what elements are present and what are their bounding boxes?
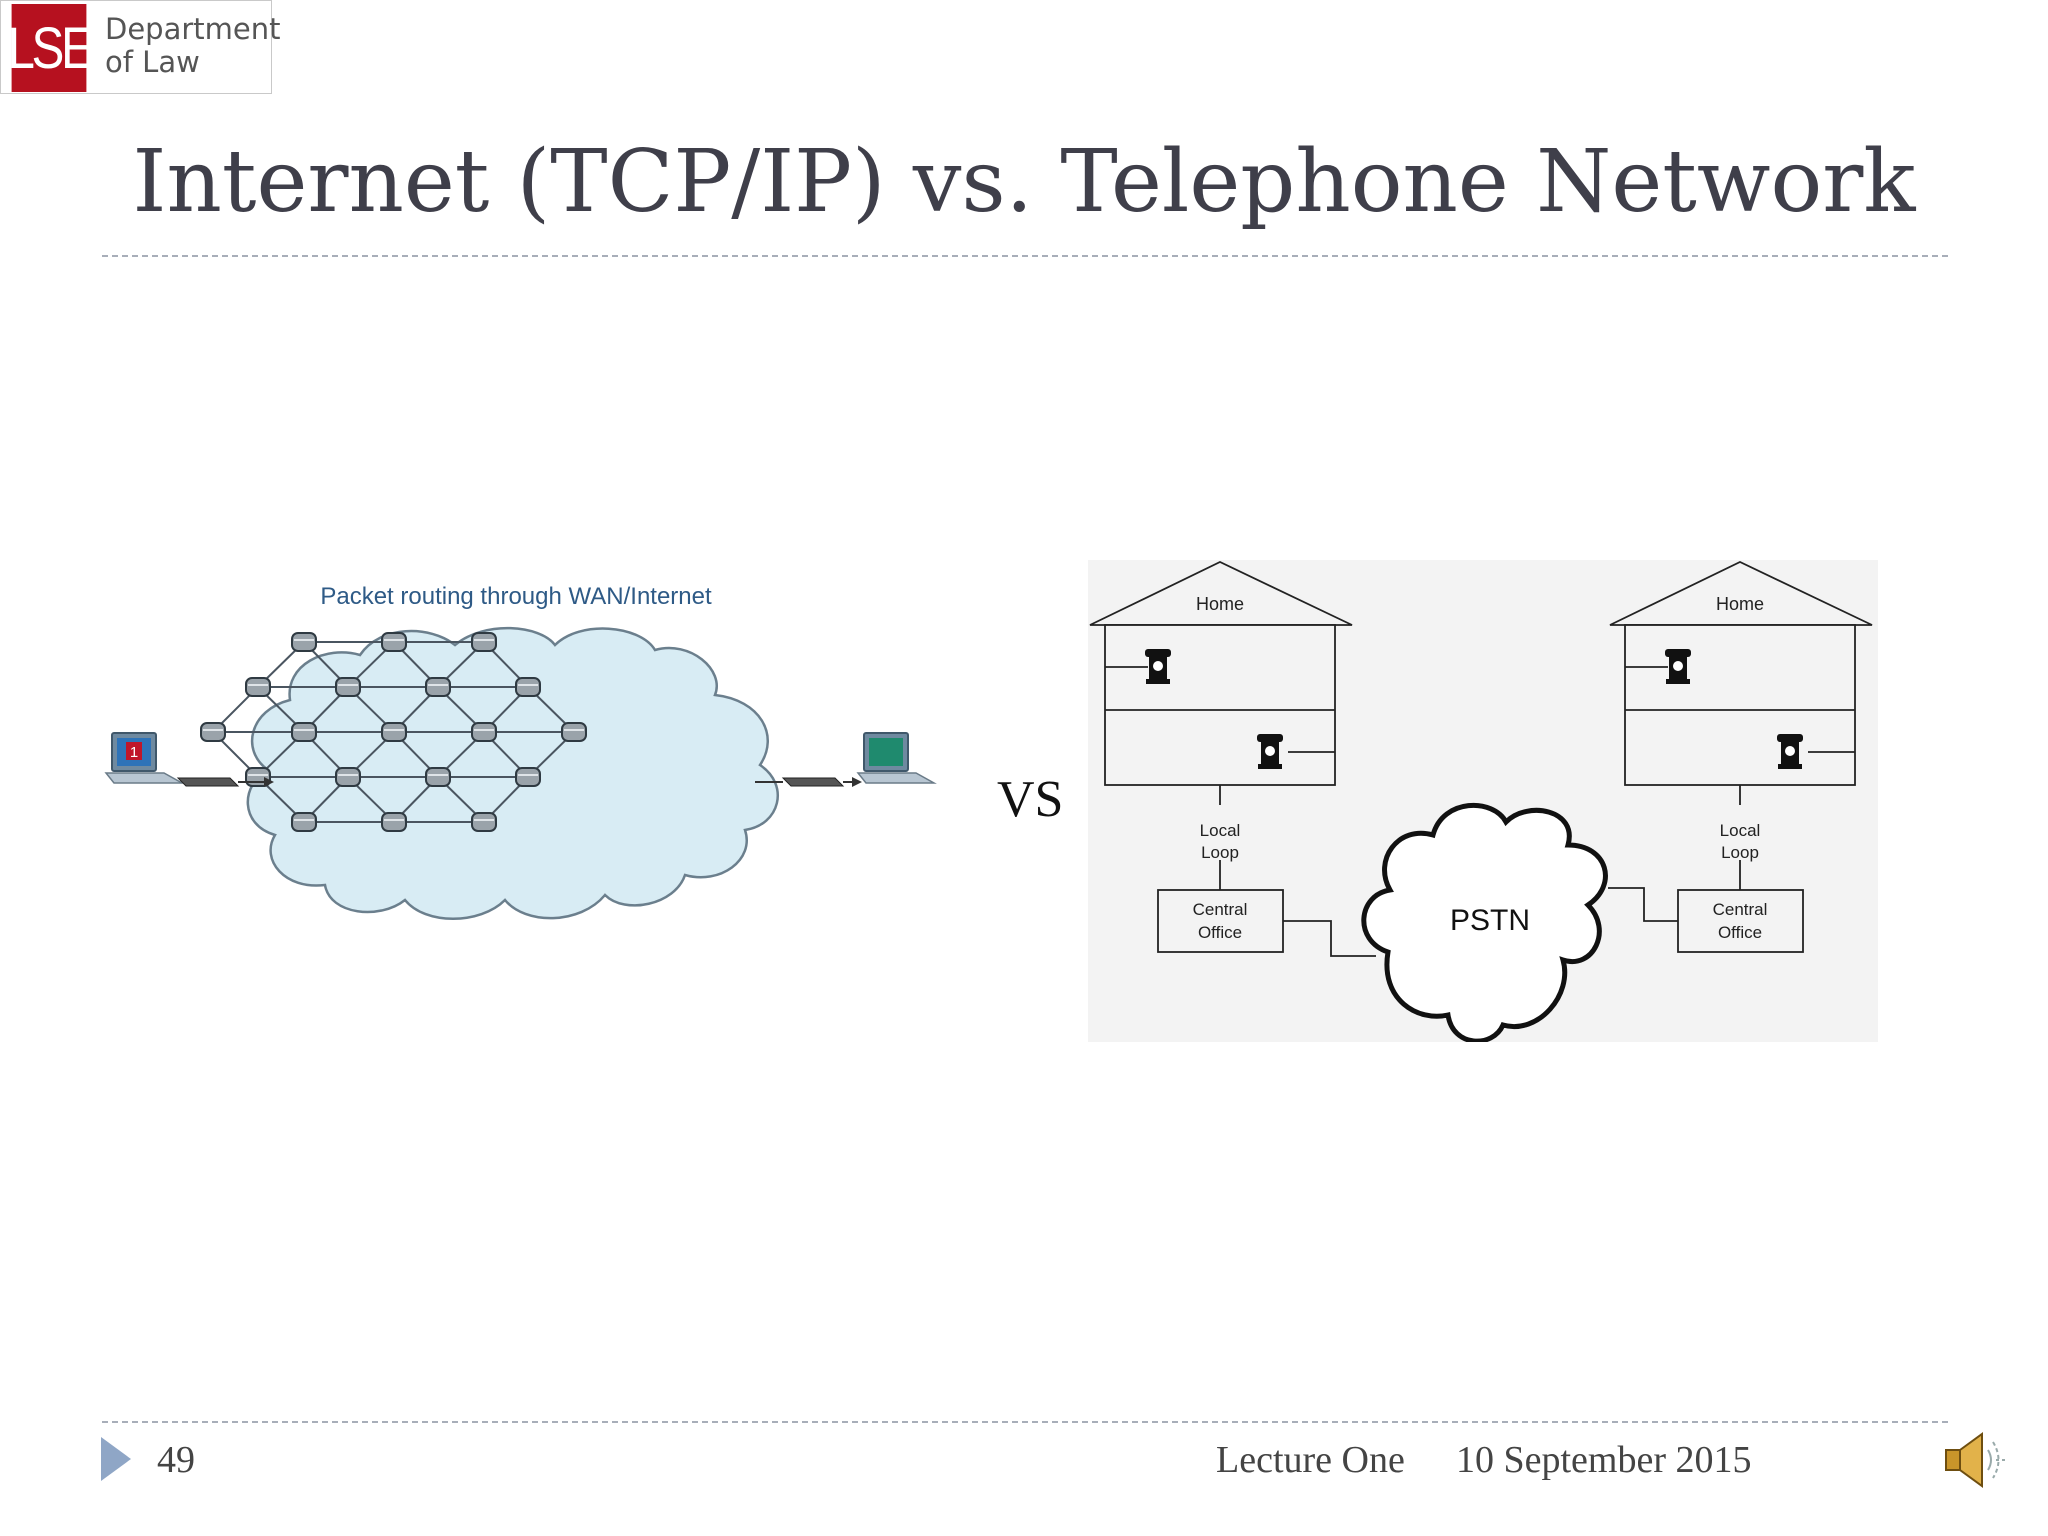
home-label-left: Home bbox=[1196, 594, 1244, 614]
sender-modem-icon bbox=[176, 777, 274, 787]
svg-text:Loop: Loop bbox=[1721, 843, 1759, 862]
router-icon bbox=[381, 632, 407, 652]
pstn-cloud bbox=[1361, 802, 1608, 1042]
router-icon bbox=[425, 767, 451, 787]
svg-text:Office: Office bbox=[1718, 923, 1762, 942]
network-cloud bbox=[246, 626, 779, 920]
router-icon bbox=[471, 722, 497, 742]
receiver-laptop-icon bbox=[856, 732, 937, 784]
speaker-icon[interactable] bbox=[1938, 1424, 2010, 1496]
pstn-label: PSTN bbox=[1450, 904, 1530, 937]
router-icon bbox=[515, 677, 541, 697]
lecture-date: 10 September 2015 bbox=[1456, 1439, 1752, 1481]
home-label-right: Home bbox=[1716, 594, 1764, 614]
router-icon bbox=[291, 632, 317, 652]
page-number: 49 bbox=[157, 1439, 195, 1481]
left-home bbox=[1089, 561, 1376, 957]
router-icon bbox=[425, 677, 451, 697]
packet-routing-caption: Packet routing through WAN/Internet bbox=[320, 583, 712, 610]
receiver-modem-icon bbox=[755, 777, 862, 787]
local-loop-label-right: Local bbox=[1720, 821, 1761, 840]
title-divider bbox=[102, 255, 1948, 257]
router-icon bbox=[561, 722, 587, 742]
lecture-name: Lecture One bbox=[1216, 1439, 1405, 1481]
svg-text:Office: Office bbox=[1198, 923, 1242, 942]
svg-text:Loop: Loop bbox=[1201, 843, 1239, 862]
lse-logo: LSE Department of Law bbox=[0, 0, 281, 94]
router-icon bbox=[335, 767, 361, 787]
slide-title: Internet (TCP/IP) vs. Telephone Network bbox=[132, 132, 1916, 232]
central-office-label-right: Central bbox=[1713, 900, 1768, 919]
telephone-icon bbox=[1665, 649, 1691, 684]
router-icon bbox=[335, 677, 361, 697]
telephone-network-diagram: Home Local Loop Central Office Home Loca… bbox=[1088, 560, 1878, 1042]
svg-text:1: 1 bbox=[130, 744, 138, 761]
router-icon bbox=[381, 812, 407, 832]
local-loop-label-left: Local bbox=[1200, 821, 1241, 840]
router-icon bbox=[471, 632, 497, 652]
footer-divider bbox=[102, 1421, 1948, 1423]
router-icon bbox=[515, 767, 541, 787]
telephone-icon bbox=[1257, 734, 1283, 769]
telephone-icon bbox=[1145, 649, 1171, 684]
right-home bbox=[1608, 561, 1873, 953]
router-icon bbox=[245, 677, 271, 697]
triangle-right-icon bbox=[101, 1437, 131, 1481]
router-icon bbox=[291, 722, 317, 742]
packet-routing-diagram: Packet routing through WAN/Internet 1 bbox=[104, 583, 937, 920]
lse-mark: LSE bbox=[8, 4, 94, 92]
central-office-label-left: Central bbox=[1193, 900, 1248, 919]
department-name: Department of Law bbox=[105, 12, 281, 79]
router-icon bbox=[471, 812, 497, 832]
versus-label: VS bbox=[997, 771, 1064, 828]
router-icon bbox=[291, 812, 317, 832]
router-icon bbox=[381, 722, 407, 742]
router-icon bbox=[200, 722, 226, 742]
sender-laptop-icon: 1 bbox=[104, 732, 185, 784]
telephone-icon bbox=[1777, 734, 1803, 769]
